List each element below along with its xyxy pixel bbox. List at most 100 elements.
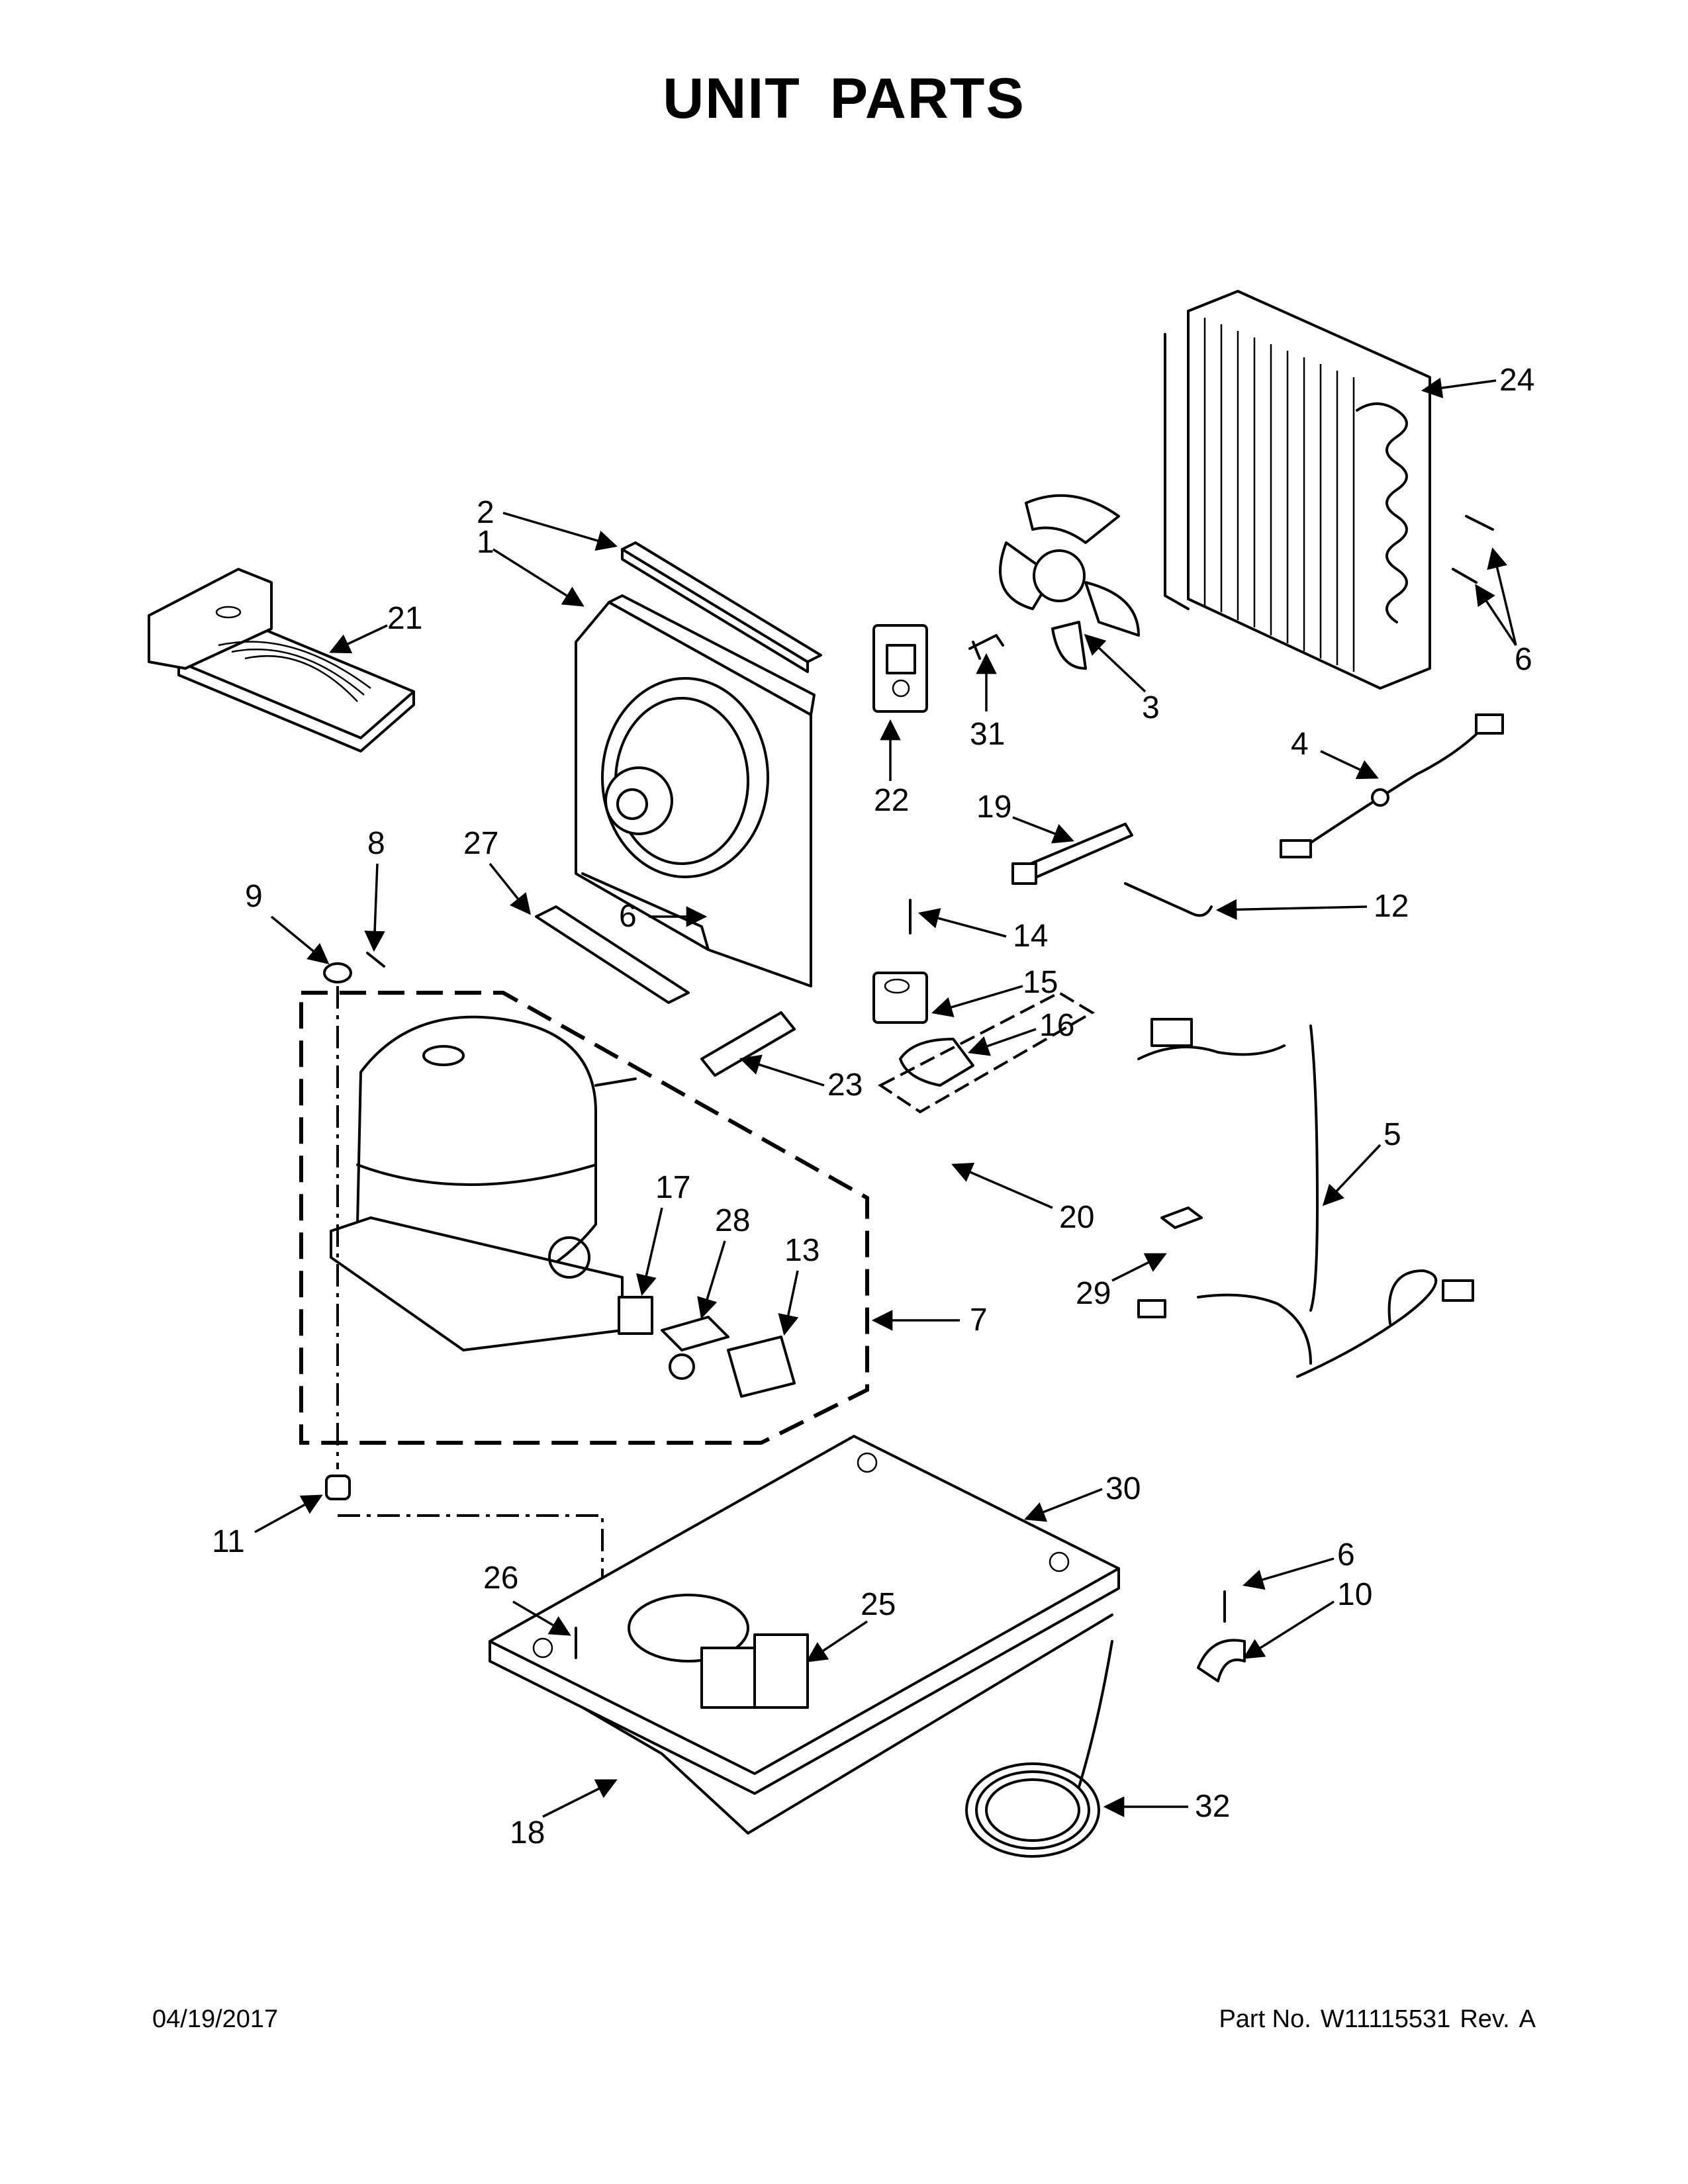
callout-23: 23 <box>739 1054 863 1103</box>
svg-text:14: 14 <box>1013 919 1048 954</box>
wiring-harness-part <box>1137 1018 1474 1378</box>
svg-text:12: 12 <box>1374 889 1409 924</box>
svg-text:2: 2 <box>477 495 494 530</box>
callout-14: 14 <box>917 908 1048 954</box>
callout-18: 18 <box>510 1779 618 1850</box>
callout-1: 1 <box>477 525 585 607</box>
part-no-label: Part No. <box>1219 2005 1311 2033</box>
callout-30: 30 <box>1024 1471 1141 1522</box>
callout-20: 20 <box>951 1162 1094 1235</box>
svg-text:29: 29 <box>1076 1276 1111 1311</box>
svg-text:32: 32 <box>1195 1789 1230 1824</box>
fan-blade-part <box>999 494 1140 670</box>
callout-15: 15 <box>931 965 1058 1018</box>
svg-text:15: 15 <box>1023 965 1058 1000</box>
callout-4: 4 <box>1291 727 1379 780</box>
footer-date: 04/19/2017 <box>152 2005 279 2033</box>
callout-24: 24 <box>1421 363 1534 398</box>
callout-16: 16 <box>968 1008 1074 1056</box>
svg-text:17: 17 <box>655 1170 690 1205</box>
callout-32: 32 <box>1103 1789 1230 1824</box>
drier-part <box>700 1011 796 1077</box>
callout-29: 29 <box>1076 1253 1167 1311</box>
svg-text:31: 31 <box>970 717 1005 752</box>
svg-text:16: 16 <box>1039 1008 1074 1043</box>
clamp-part <box>1197 1590 1246 1682</box>
part-no-value: W11115531 <box>1320 2005 1451 2033</box>
solenoid-coil-part <box>872 899 928 1024</box>
svg-text:5: 5 <box>1383 1117 1401 1152</box>
callout-31: 31 <box>970 653 1005 752</box>
svg-text:1: 1 <box>477 525 494 560</box>
callout-22: 22 <box>874 719 909 818</box>
svg-text:30: 30 <box>1105 1471 1141 1506</box>
callout-25: 25 <box>806 1587 896 1662</box>
callout-12: 12 <box>1215 889 1409 924</box>
cable-tie-part <box>1011 823 1133 885</box>
water-valve-part <box>700 1633 809 1709</box>
callout-9: 9 <box>245 879 330 965</box>
callout-6c: 6 <box>1242 1537 1355 1590</box>
svg-text:21: 21 <box>387 601 422 636</box>
callout-21: 21 <box>329 601 422 654</box>
callout-7: 7 <box>871 1302 988 1338</box>
callout-labels: 1 2 3 4 5 6 6 6 7 8 9 10 11 12 13 14 15 … <box>212 363 1534 1850</box>
callout-27: 27 <box>463 826 531 915</box>
callout-2: 2 <box>477 495 618 551</box>
svg-text:9: 9 <box>245 879 263 914</box>
harness-clip-part <box>1160 1206 1203 1229</box>
svg-text:26: 26 <box>483 1561 518 1596</box>
screw-31-part <box>968 634 1004 660</box>
svg-text:8: 8 <box>367 826 385 861</box>
svg-text:24: 24 <box>1499 363 1534 398</box>
shroud-bracket-part <box>535 905 690 1004</box>
svg-text:22: 22 <box>874 783 909 818</box>
callout-8: 8 <box>364 826 385 952</box>
callout-5: 5 <box>1322 1117 1401 1206</box>
grommet-part <box>323 952 385 983</box>
callout-3: 3 <box>1084 633 1160 725</box>
relay-overload-parts <box>618 1296 796 1398</box>
callout-26: 26 <box>483 1561 571 1636</box>
compressor-part <box>330 1015 637 1351</box>
compressor-kit-outline <box>299 991 869 1445</box>
insulation-panel-part <box>581 1614 1113 1835</box>
svg-text:4: 4 <box>1291 727 1309 762</box>
svg-text:27: 27 <box>463 826 498 861</box>
svg-text:13: 13 <box>784 1233 820 1268</box>
svg-text:10: 10 <box>1337 1577 1372 1612</box>
svg-text:23: 23 <box>827 1068 863 1103</box>
coil-bracket-part <box>878 991 1095 1114</box>
timer-part <box>872 624 928 713</box>
base-pan-part <box>489 1435 1120 1795</box>
callout-11: 11 <box>212 1494 323 1559</box>
condenser-part <box>1164 290 1431 690</box>
svg-text:6: 6 <box>619 899 637 934</box>
callout-28: 28 <box>697 1203 750 1320</box>
callout-17: 17 <box>636 1170 690 1297</box>
tubing-coil-part <box>965 1640 1113 1858</box>
callout-19: 19 <box>976 790 1074 844</box>
rev-value: A <box>1519 2005 1536 2033</box>
callout-6a: 6 <box>1475 547 1532 677</box>
svg-text:18: 18 <box>510 1815 545 1850</box>
screw-6-condenser-part <box>1452 515 1494 584</box>
svg-text:11: 11 <box>212 1524 245 1559</box>
svg-text:28: 28 <box>715 1203 750 1238</box>
svg-text:6: 6 <box>1337 1537 1355 1572</box>
callout-6b: 6 <box>619 899 708 934</box>
svg-text:19: 19 <box>976 790 1011 825</box>
callout-13: 13 <box>778 1233 820 1336</box>
svg-text:7: 7 <box>970 1302 988 1338</box>
svg-text:20: 20 <box>1059 1200 1094 1235</box>
sensor-harness-part <box>1280 713 1504 858</box>
svg-text:3: 3 <box>1142 690 1160 725</box>
drip-tray-part <box>148 568 415 752</box>
svg-text:25: 25 <box>861 1587 896 1622</box>
tubing-part <box>1124 882 1213 917</box>
callout-10: 10 <box>1243 1577 1372 1659</box>
page-title: UNIT PARTS <box>663 67 1025 130</box>
fan-shroud-assembly-part <box>575 594 816 987</box>
